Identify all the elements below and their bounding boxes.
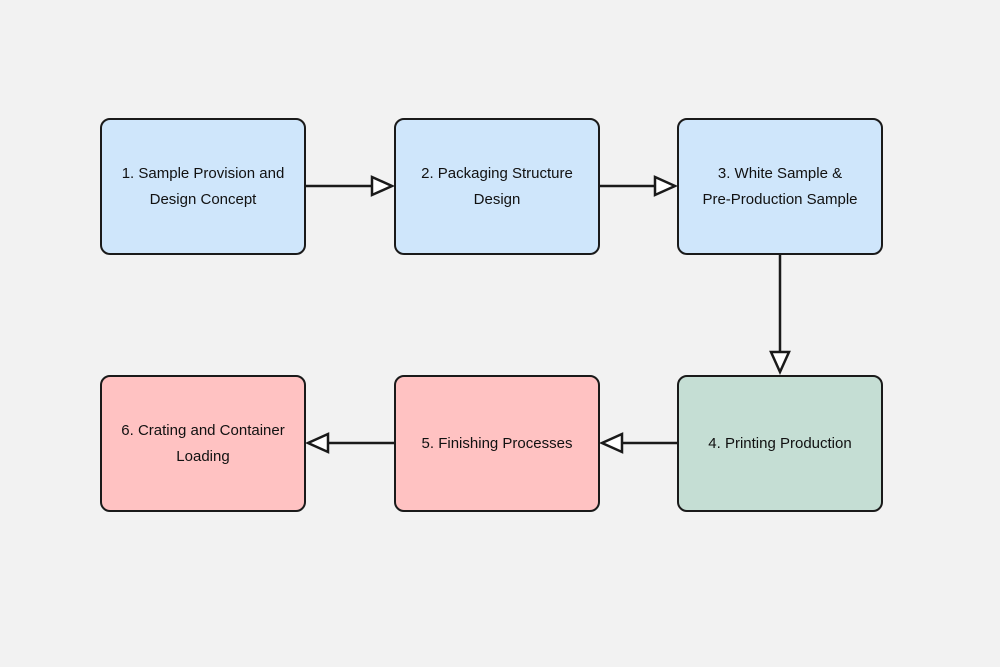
arrowhead-1-to-2 <box>370 175 396 197</box>
step-2-node: 2. Packaging Structure Design <box>394 118 600 255</box>
arrowhead-3-to-4 <box>769 350 791 376</box>
arrowhead-4-to-5 <box>598 432 624 454</box>
arrowhead-2-to-3 <box>653 175 679 197</box>
step-3-node: 3. White Sample & Pre-Production Sample <box>677 118 883 255</box>
step-5-node: 5. Finishing Processes <box>394 375 600 512</box>
step-4-node: 4. Printing Production <box>677 375 883 512</box>
step-6-node: 6. Crating and Container Loading <box>100 375 306 512</box>
step-1-node: 1. Sample Provision and Design Concept <box>100 118 306 255</box>
arrowhead-5-to-6 <box>304 432 330 454</box>
